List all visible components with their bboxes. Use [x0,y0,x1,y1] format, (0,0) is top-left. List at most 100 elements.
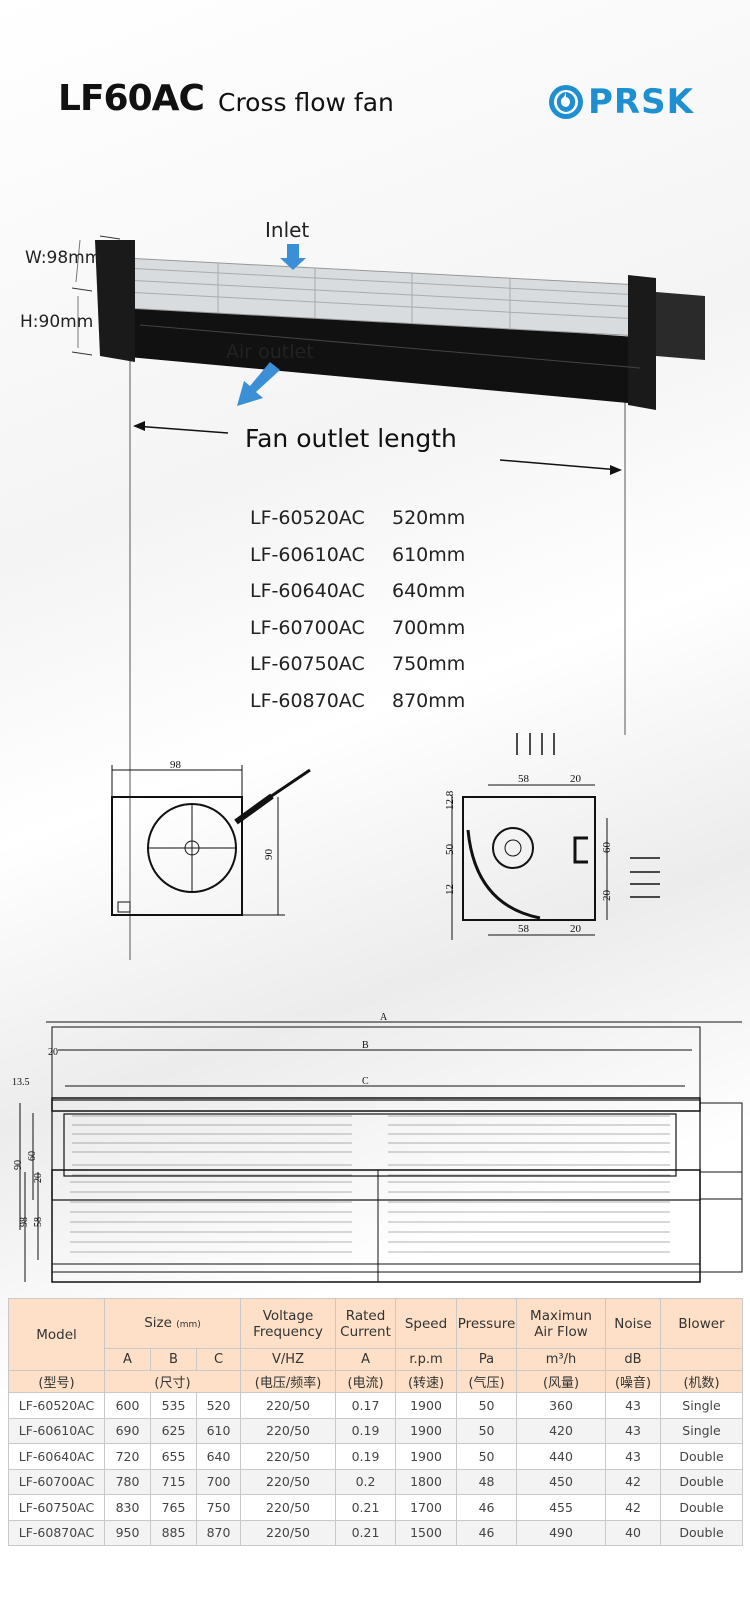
table-cell: 490 [516,1519,607,1546]
table-cell: 1700 [395,1494,458,1521]
length-label: Fan outlet length [245,424,457,453]
svg-text:A: A [380,1012,388,1023]
table-cell: 1800 [395,1468,458,1495]
table-cell: 610 [195,1417,242,1444]
table-cell: 720 [104,1443,151,1470]
inlet-arrow-icon [280,244,306,270]
col-blower: Blower [660,1298,744,1349]
top-view-drawing: 20 58 98 [19,1169,743,1283]
svg-text:13.5: 13.5 [12,1077,30,1088]
col-pressure: Pressure [456,1298,518,1349]
table-cell: 450 [516,1468,607,1495]
product-subtitle: Cross flow fan [218,88,394,117]
table-cell: LF-60640AC [8,1443,105,1470]
table-cell: Double [660,1494,744,1521]
table-cell: 0.19 [335,1417,397,1444]
col-model: Model [8,1298,105,1371]
table-cell: 655 [150,1443,197,1470]
table-cell: 220/50 [240,1468,337,1495]
svg-text:20: 20 [570,773,582,785]
motor [656,292,705,360]
svg-text:90: 90 [13,1160,24,1170]
svg-text:20: 20 [570,923,582,935]
table-cell: 220/50 [240,1392,337,1419]
table-cell: 50 [456,1443,518,1470]
table-cell: LF-60610AC [8,1417,105,1444]
table-cell: Double [660,1519,744,1546]
table-cell: 700 [195,1468,242,1495]
col-size: Size (mm) [103,1298,242,1349]
fan-logo-icon [549,85,583,119]
table-cell: LF-60870AC [8,1519,105,1546]
table-cell: 640 [195,1443,242,1470]
table-cell: 48 [456,1468,518,1495]
fan-photo [71,235,705,960]
svg-text:20: 20 [48,1047,58,1058]
col-speed: Speed [395,1298,458,1349]
outlet-arrow-icon [237,362,280,406]
table-cell: 625 [150,1417,197,1444]
table-cell: 0.2 [335,1468,397,1495]
front-view-drawing: A B C 13.5 20 90 60 [12,1012,743,1230]
table-cell: 0.21 [335,1494,397,1521]
height-label: H:90mm [20,312,94,332]
right-end-plate [628,275,656,410]
table-cell: 46 [456,1494,518,1521]
table-cell: 50 [456,1417,518,1444]
table-cell: 46 [456,1519,518,1546]
table-cell: 40 [605,1519,662,1546]
table-cell: 220/50 [240,1519,337,1546]
table-cell: 0.19 [335,1443,397,1470]
housing-edge [139,324,641,369]
width-label: W:98mm [25,248,102,268]
table-cell: 780 [104,1468,151,1495]
svg-text:20: 20 [33,1173,44,1183]
svg-text:58: 58 [33,1217,44,1227]
table-cell: 42 [605,1468,662,1495]
left-end-plate [95,240,135,362]
table-cell: 715 [150,1468,197,1495]
table-cell: Single [660,1392,744,1419]
svg-text:50: 50 [444,844,456,856]
brand-name: PRSK [588,82,694,122]
dim-height: 90 [263,849,275,861]
svg-text:58: 58 [518,923,530,935]
technical-drawings: 98 90 58 20 58 20 12.8 50 12 60 20 [12,733,743,1230]
end-view-drawing: 98 90 [111,759,311,916]
table-cell: 440 [516,1443,607,1470]
table-cell: 520 [195,1392,242,1419]
table-chinese-row: (型号)(尺寸)(电压/频率)(电流)(转速)(气压)(风量)(噪音)(机数) [8,1370,744,1393]
table-cell: 1900 [395,1443,458,1470]
table-cell: 600 [104,1392,151,1419]
table-cell: Double [660,1468,744,1495]
table-cell: 870 [195,1519,242,1546]
table-cell: 950 [104,1519,151,1546]
col-noise: Noise [605,1298,662,1349]
table-cell: 220/50 [240,1417,337,1444]
table-cell: 750 [195,1494,242,1521]
table-cell: 50 [456,1392,518,1419]
table-cell: 0.21 [335,1519,397,1546]
impeller-blades [124,263,641,328]
svg-text:C: C [362,1076,369,1087]
svg-text:60: 60 [601,842,613,854]
table-cell: 885 [150,1519,197,1546]
svg-text:60: 60 [27,1151,38,1161]
table-cell: 535 [150,1392,197,1419]
table-cell: 43 [605,1392,662,1419]
svg-text:98: 98 [19,1217,30,1227]
